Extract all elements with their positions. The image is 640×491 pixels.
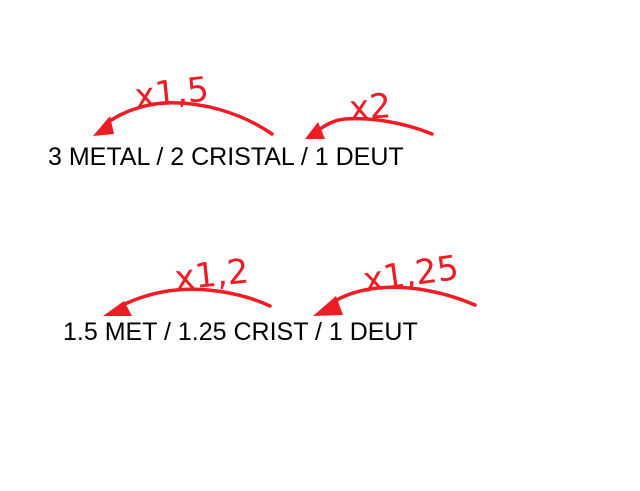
- multiplier-label-3: x1,2: [173, 251, 251, 299]
- multiplier-label-4: x1,25: [361, 248, 461, 301]
- multiplier-label-2: x2: [348, 86, 392, 129]
- multiplier-label-1: x1,5: [133, 69, 211, 117]
- ratio-line-converted: 1.5 MET / 1.25 CRIST / 1 DEUT: [63, 318, 418, 346]
- multiplier-arrow-3: x1,2: [103, 251, 272, 316]
- multiplier-arrow-4: x1,25: [313, 248, 477, 316]
- multiplier-arrow-2: x2: [305, 86, 434, 139]
- ratio-line-original: 3 METAL / 2 CRISTAL / 1 DEUT: [48, 143, 404, 171]
- multiplier-arrow-1: x1,5: [93, 69, 274, 136]
